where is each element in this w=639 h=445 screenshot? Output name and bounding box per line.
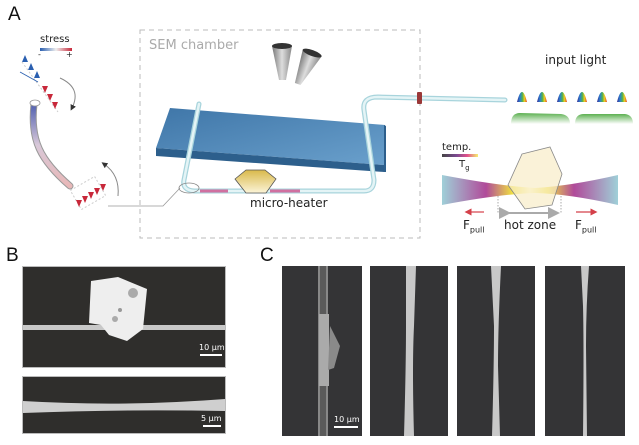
sem-c4-content — [581, 266, 589, 436]
sem-c1-content — [318, 266, 340, 436]
pull-force-right-label: Fpull — [575, 218, 597, 234]
panel-a-letter: A — [8, 4, 21, 25]
hot-zone-hexagon — [507, 146, 563, 210]
stress-legend-minus: - — [38, 50, 41, 59]
stress-colorbar — [40, 48, 72, 51]
tg-label: Tg — [459, 159, 470, 172]
sem-image-c-2 — [370, 266, 448, 436]
sem-b-top-content — [23, 277, 225, 341]
sem-image-c-4 — [545, 266, 625, 436]
scale-label-b-bottom: 5 µm — [201, 414, 222, 423]
fiber-clamp — [417, 92, 422, 104]
sem-chamber-box — [139, 29, 421, 239]
stress-legend-title: stress — [40, 34, 70, 45]
rotation-arrow-lower — [101, 162, 119, 197]
sem-c3-content — [491, 266, 501, 436]
input-light-pulses — [517, 92, 627, 102]
sem-image-b-top: 10 µm — [22, 266, 226, 368]
force-subscript: pull — [469, 225, 485, 235]
temp-colorbar — [442, 154, 478, 157]
hexagonal-flake — [89, 277, 147, 341]
tapered-fiber-sem — [23, 399, 225, 413]
hot-zone-label: hot zone — [504, 218, 557, 232]
sem-b-bottom-content — [23, 399, 225, 413]
scale-bar-b-top — [200, 354, 222, 356]
temp-legend-title: temp. — [442, 142, 472, 153]
input-light-envelopes — [511, 113, 633, 124]
micro-heater-label: micro-heater — [250, 196, 328, 210]
stress-arrows-lower — [69, 175, 107, 211]
input-light-label: input light — [545, 53, 607, 67]
panel-b-letter: B — [6, 245, 19, 266]
scale-bar-c — [334, 426, 358, 428]
sem-image-b-bottom: 5 µm — [22, 376, 226, 434]
sem-image-c-1: 10 µm — [282, 266, 362, 436]
panel-c-letter: C — [260, 245, 274, 266]
sem-c2-content — [404, 266, 416, 436]
force-symbol: F — [463, 218, 470, 232]
force-symbol: F — [575, 218, 582, 232]
scale-label-c: 10 µm — [334, 415, 360, 424]
scale-label-b-top: 10 µm — [199, 343, 225, 352]
tg-symbol: T — [459, 159, 466, 170]
rotation-arrow-upper — [59, 77, 77, 111]
stress-arrows-upper — [19, 55, 59, 113]
scale-bar-b-bottom — [203, 425, 221, 427]
flake-remnant — [328, 326, 340, 370]
callout-circle — [178, 182, 200, 194]
tg-subscript: g — [465, 164, 470, 172]
stress-legend-plus: + — [66, 50, 73, 59]
force-subscript: pull — [581, 225, 597, 235]
sem-chamber-label: SEM chamber — [149, 38, 239, 53]
sem-detector-icon — [272, 43, 322, 86]
micro-heater-hexagon — [234, 169, 277, 194]
sem-image-c-3 — [457, 266, 535, 436]
callout-line — [108, 187, 181, 207]
pull-force-left-label: Fpull — [463, 218, 485, 234]
substrate-block — [156, 108, 386, 172]
